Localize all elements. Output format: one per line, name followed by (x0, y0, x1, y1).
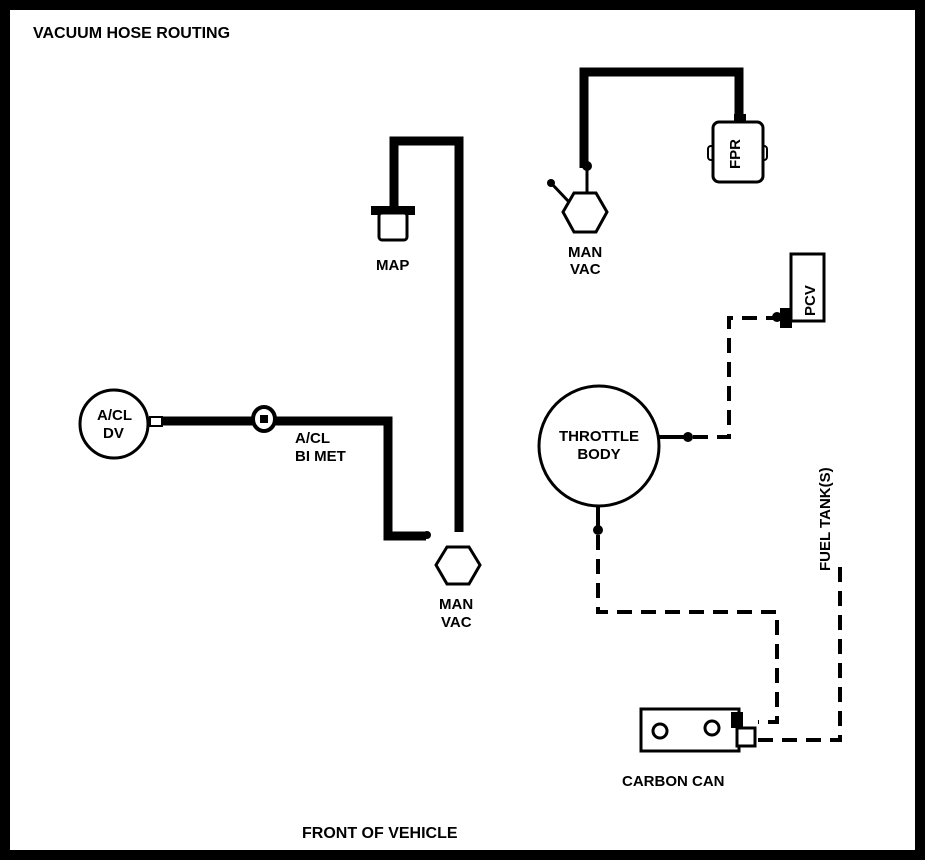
hose-acl-dv-to-man-vac (158, 416, 426, 541)
hose-throttle-body-to-pcv (693, 316, 773, 439)
throttle-body-label-line1: THROTTLE (559, 428, 639, 445)
carbon-canister (639, 707, 757, 753)
hose-fuel-tank-to-carbon-can (758, 567, 842, 742)
hose-throttle-body-to-carbon-can (596, 535, 779, 724)
front-of-vehicle-label: FRONT OF VEHICLE (302, 825, 458, 842)
acl-bimet-label-line2: BI MET (295, 448, 346, 465)
fpr-component (707, 114, 768, 184)
throttle-body-pcv-fitting (683, 432, 693, 442)
man-vac-bottom-label-line1: MAN (439, 596, 473, 613)
acl-dv-label-line2: DV (103, 425, 124, 442)
hose-map-to-man-vac (389, 136, 464, 532)
diagram-frame (0, 0, 925, 860)
man-vac-top-label-line1: MAN (568, 244, 602, 261)
diagram-title: VACUUM HOSE ROUTING (33, 25, 230, 42)
throttle-body-label-line2: BODY (577, 446, 620, 463)
man-vac-top-fitting (547, 161, 609, 234)
man-vac-bottom-label-line2: VAC (441, 614, 472, 631)
acl-dv-label-line1: A/CL (97, 407, 132, 424)
throttle-body-canister-fitting (593, 525, 603, 535)
map-label: MAP (376, 257, 409, 274)
fuel-tank-label: FUEL TANK(S) (817, 467, 834, 571)
hose-man-vac-to-fpr (579, 67, 744, 168)
man-vac-top-label-line2: VAC (570, 261, 601, 278)
acl-bimet-label-line1: A/CL (295, 430, 330, 447)
fpr-label: FPR (727, 139, 744, 169)
man-vac-bottom-fitting (423, 531, 482, 586)
map-sensor (371, 206, 415, 242)
acl-bimet-valve (251, 405, 277, 433)
carbon-can-label: CARBON CAN (622, 773, 725, 790)
pcv-valve (772, 252, 826, 328)
pcv-label: PCV (802, 285, 819, 316)
acl-dv-component (78, 388, 163, 460)
